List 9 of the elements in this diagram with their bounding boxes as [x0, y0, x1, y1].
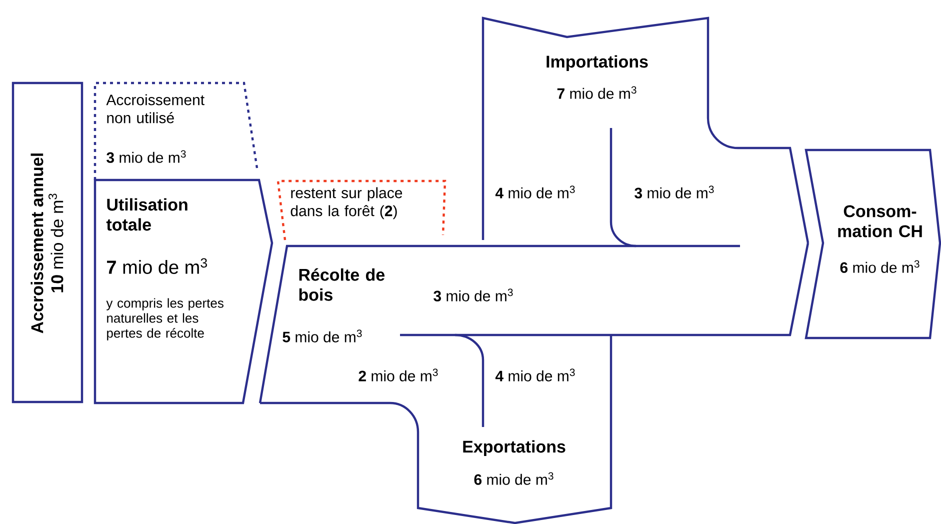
flow-label: 3 mio de m$^{3}$: [434, 288, 513, 302]
flow-box: Utilisation totale 7 mio de m$^{3}$ y compris les pertes naturelles et les pertes de récolte: [94, 178, 274, 404]
dotted-box: restent sur place dans la forêt (2): [276, 180, 446, 240]
flow-label: 4 mio de m$^{3}$: [495, 186, 575, 198]
flow-label: 4 mio de m$^{3}$: [495, 368, 575, 382]
flow-label: 3 mio de m$^{3}$: [634, 186, 714, 198]
flow-label: 2 mio de m$^{3}$: [358, 368, 438, 382]
dotted-box: Accroissement non utilisé 3 mio de m$^{3}$: [94, 82, 258, 180]
chevron-box: Consom- mation CH 6 mio de m$^{3}$: [804, 148, 941, 340]
